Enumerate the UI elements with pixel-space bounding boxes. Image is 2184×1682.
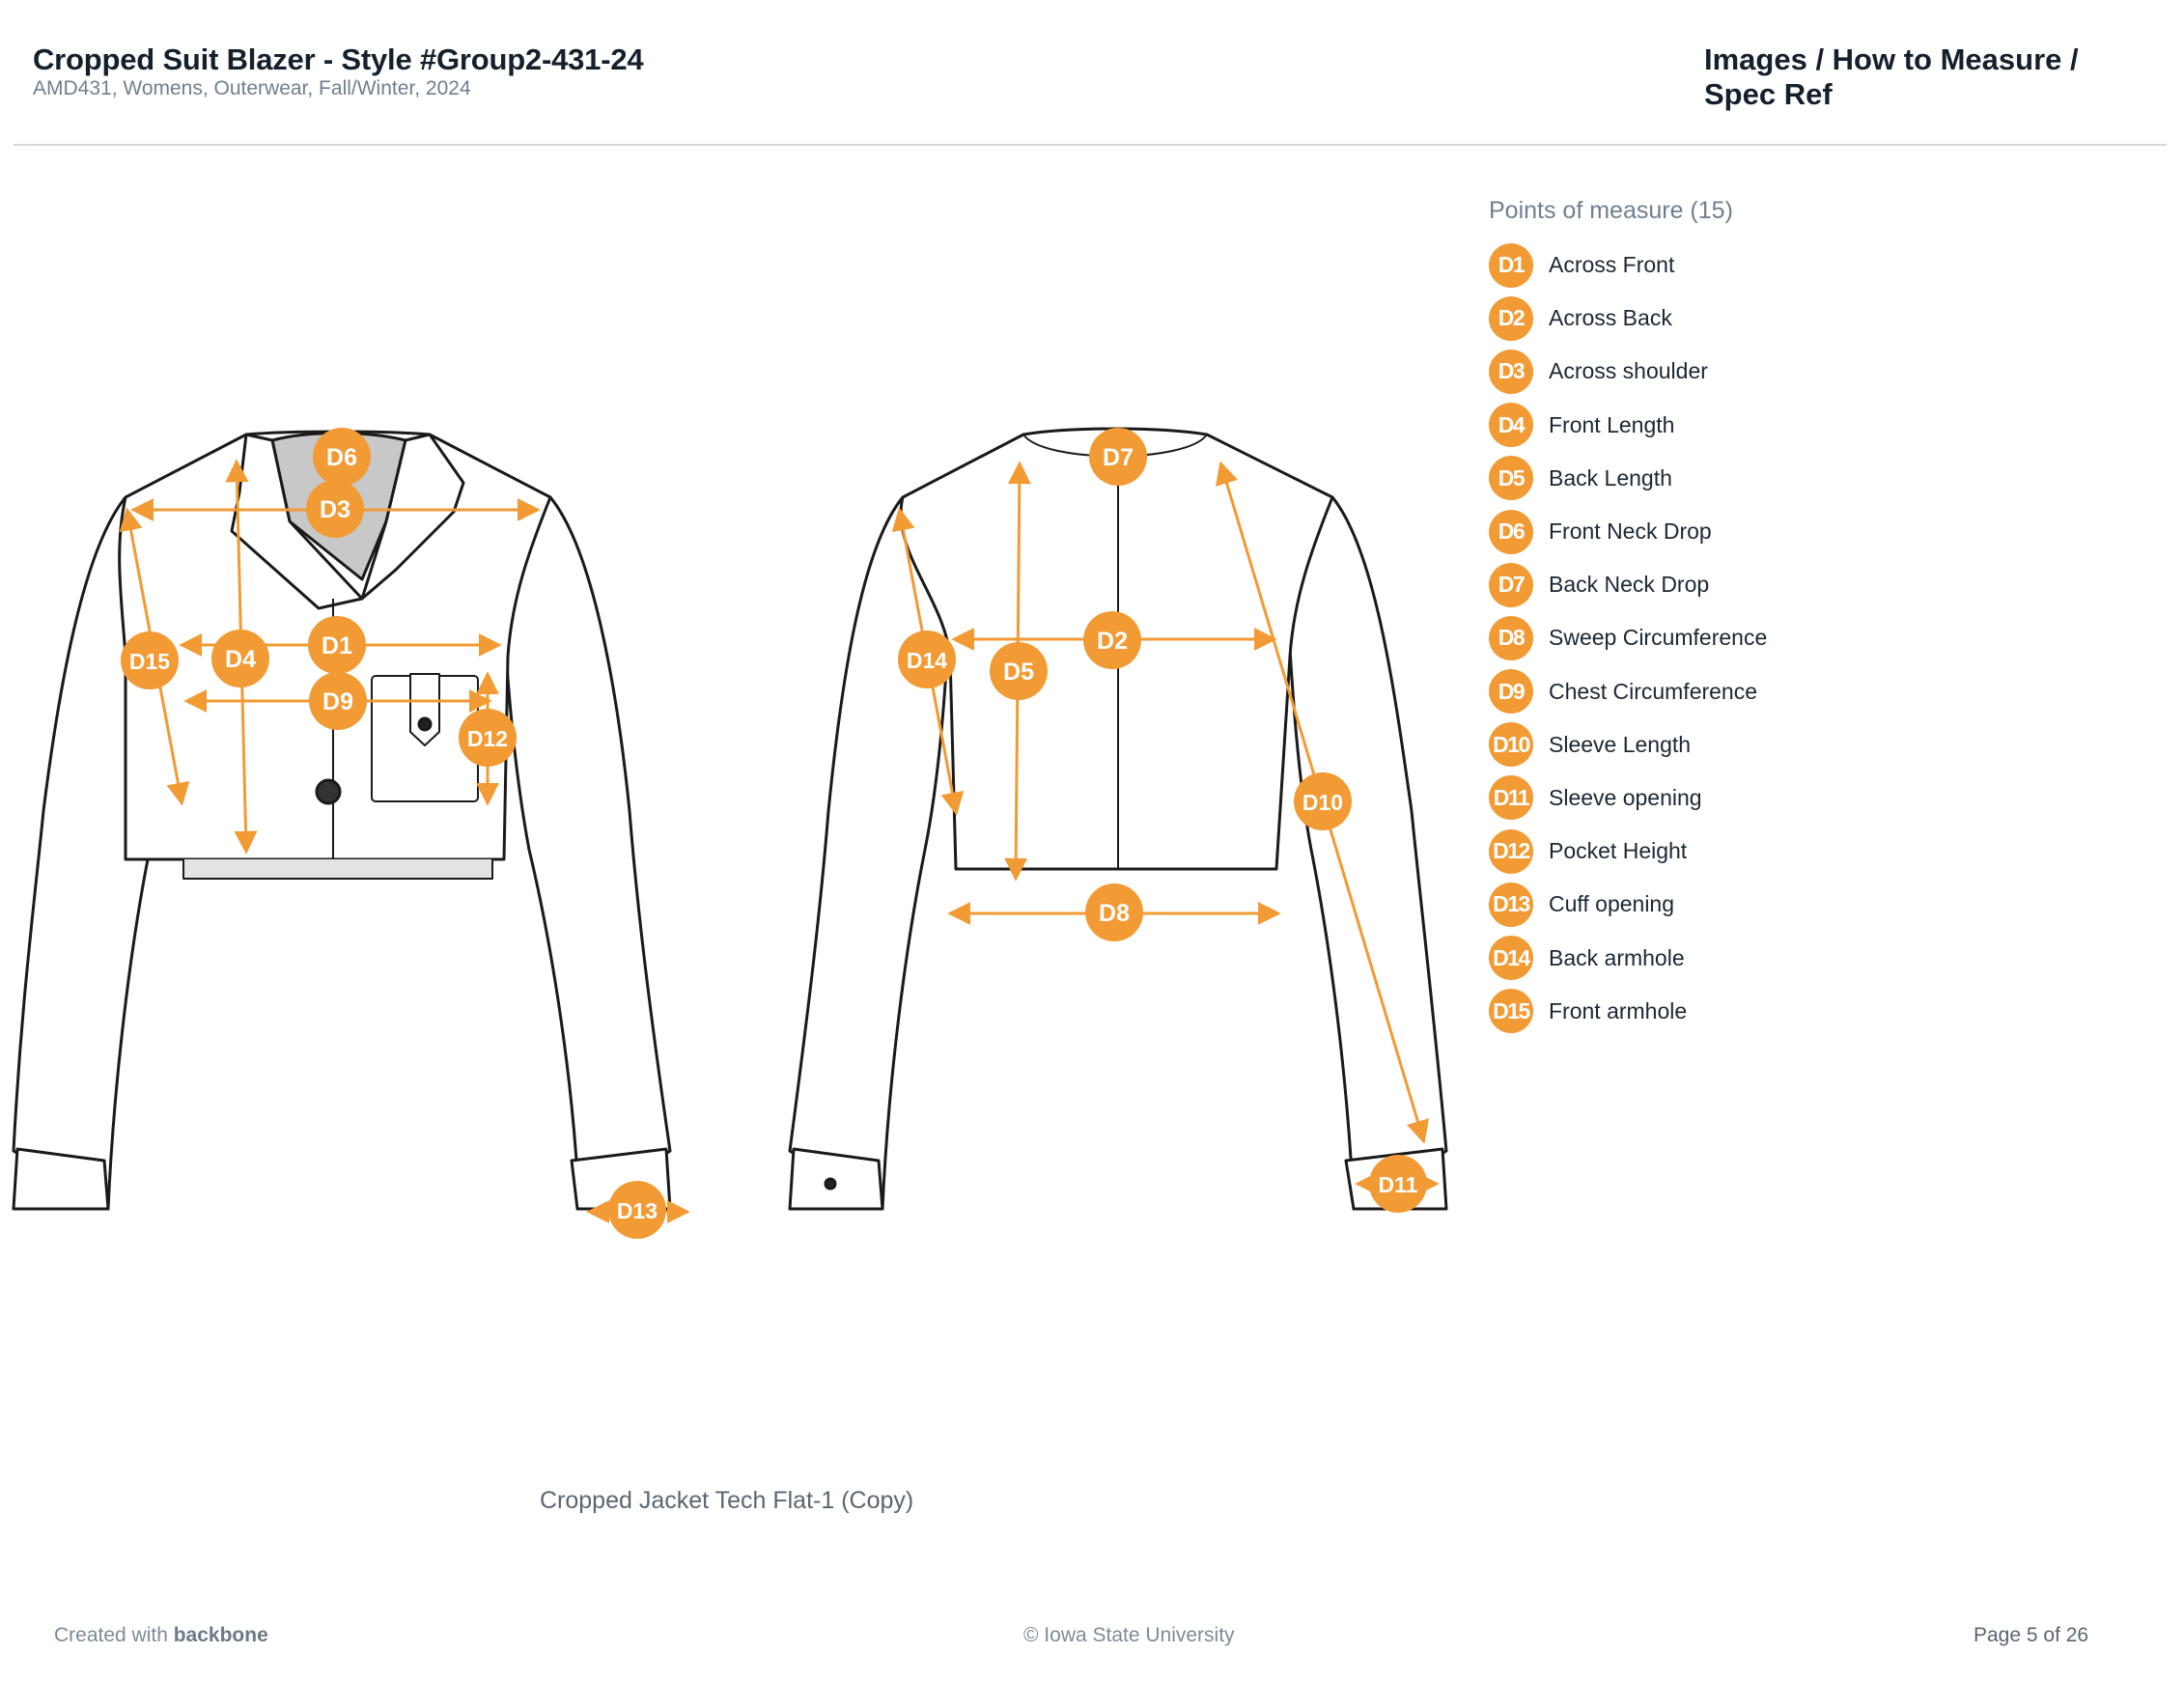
callout-d4-label: D4 <box>225 646 256 673</box>
callout-d9: D9 <box>309 672 367 730</box>
callout-d14-label: D14 <box>907 648 947 673</box>
points-of-measure-panel: Points of measure (15) D1 Across Front D2… <box>1489 197 2068 1038</box>
pom-badge: D12 <box>1489 828 1533 874</box>
callout-d1: D1 <box>308 616 366 674</box>
points-of-measure-list: D1 Across Front D2 Across Back D3 Across sh… <box>1489 238 2068 1038</box>
callout-d14: D14 <box>898 631 956 688</box>
footer-created-with: Created with backbone <box>54 1624 268 1647</box>
callout-d3-label: D3 <box>320 496 350 523</box>
pom-badge: D9 <box>1489 669 1533 715</box>
pom-label: Across Back <box>1549 305 1672 331</box>
pom-label: Back Neck Drop <box>1549 572 1710 598</box>
pom-item-d15: D15 Front armhole <box>1489 985 2068 1038</box>
pom-item-d9: D9 Chest Circumference <box>1489 665 2068 718</box>
footer-created-prefix: Created with <box>54 1624 174 1646</box>
callout-d1-label: D1 <box>322 632 352 659</box>
pom-badge: D8 <box>1489 615 1533 660</box>
callout-d8: D8 <box>1085 883 1143 941</box>
pom-item-d13: D13 Cuff opening <box>1489 878 2068 931</box>
callout-d7-label: D7 <box>1103 444 1134 471</box>
callout-d6-label: D6 <box>326 444 357 471</box>
back-jacket-flat <box>788 427 1448 1211</box>
pom-item-d2: D2 Across Back <box>1489 292 2068 345</box>
callout-d12: D12 <box>459 709 517 767</box>
footer-copyright: © Iowa State University <box>1023 1624 1235 1646</box>
pom-item-d14: D14 Back armhole <box>1489 931 2068 984</box>
style-title: Cropped Suit Blazer - Style #Group2-431-… <box>33 42 644 76</box>
measurement-callouts: D6 D3 D1 D4 D15 D9 D12 D13 D7 D2 D14 D5 … <box>121 428 1427 1239</box>
callout-d5: D5 <box>990 642 1048 700</box>
page-header: Cropped Suit Blazer - Style #Group2-431-… <box>0 0 2184 146</box>
pom-label: Cuff opening <box>1549 891 1675 917</box>
pom-badge: D2 <box>1489 295 1533 341</box>
callout-d8-label: D8 <box>1099 900 1130 927</box>
pom-badge: D11 <box>1489 775 1533 821</box>
callout-d6: D6 <box>313 428 371 486</box>
section-title: Images / How to Measure / Spec Ref <box>1704 42 2079 111</box>
style-subtitle: AMD431, Womens, Outerwear, Fall/Winter, … <box>33 77 471 99</box>
pom-item-d5: D5 Back Length <box>1489 452 2068 505</box>
pom-label: Front Neck Drop <box>1549 519 1712 545</box>
pom-label: Front armhole <box>1549 997 1688 1023</box>
callout-d10-label: D10 <box>1302 790 1343 815</box>
callout-d7: D7 <box>1089 428 1147 486</box>
pom-label: Sweep Circumference <box>1549 625 1768 651</box>
pom-badge: D6 <box>1489 509 1533 554</box>
callout-d12-label: D12 <box>467 726 508 751</box>
callout-d13-label: D13 <box>617 1198 658 1223</box>
callout-d13: D13 <box>608 1181 666 1239</box>
callout-d11-label: D11 <box>1379 1172 1418 1197</box>
tech-flat-illustration: D6 D3 D1 D4 D15 D9 D12 D13 D7 D2 D14 D5 … <box>12 427 1448 1239</box>
footer-brand: backbone <box>173 1624 268 1646</box>
front-jacket-flat <box>12 430 672 1211</box>
points-of-measure-title: Points of measure (15) <box>1489 197 1733 224</box>
image-caption: Cropped Jacket Tech Flat-1 (Copy) <box>540 1487 914 1514</box>
pom-badge: D15 <box>1489 989 1533 1034</box>
pom-item-d8: D8 Sweep Circumference <box>1489 611 2068 664</box>
pom-badge: D14 <box>1489 936 1533 981</box>
pom-badge: D13 <box>1489 882 1533 927</box>
pom-badge: D7 <box>1489 562 1533 607</box>
pom-label: Pocket Height <box>1549 838 1688 864</box>
pom-label: Sleeve Length <box>1549 731 1692 757</box>
callout-d10: D10 <box>1294 772 1352 830</box>
pom-item-d3: D3 Across shoulder <box>1489 345 2068 398</box>
pom-badge: D3 <box>1489 349 1533 394</box>
pom-label: Sleeve opening <box>1549 784 1702 810</box>
footer-page-number: Page 5 of 26 <box>1974 1624 2089 1646</box>
pom-label: Across Front <box>1549 252 1675 278</box>
pom-badge: D4 <box>1489 403 1533 448</box>
callout-d9-label: D9 <box>322 688 353 715</box>
callout-d15-label: D15 <box>129 649 170 674</box>
pom-item-d6: D6 Front Neck Drop <box>1489 505 2068 558</box>
pom-badge: D1 <box>1489 242 1533 288</box>
pom-item-d10: D10 Sleeve Length <box>1489 718 2068 771</box>
callout-d4: D4 <box>211 630 269 687</box>
callout-d3: D3 <box>306 480 364 538</box>
pom-label: Back Length <box>1549 464 1672 491</box>
callout-d11: D11 <box>1369 1155 1427 1213</box>
pom-badge: D5 <box>1489 456 1533 501</box>
callout-d15: D15 <box>121 631 179 689</box>
callout-d5-label: D5 <box>1003 659 1034 686</box>
callout-d2: D2 <box>1083 611 1141 669</box>
pom-item-d7: D7 Back Neck Drop <box>1489 558 2068 611</box>
pom-label: Across shoulder <box>1549 358 1708 384</box>
pom-item-d4: D4 Front Length <box>1489 399 2068 452</box>
pom-label: Front Length <box>1549 411 1675 437</box>
pom-label: Chest Circumference <box>1549 678 1758 704</box>
pom-badge: D10 <box>1489 722 1533 768</box>
header-divider <box>14 144 2167 146</box>
pom-label: Back armhole <box>1549 944 1685 970</box>
pom-item-d1: D1 Across Front <box>1489 238 2068 292</box>
pom-item-d12: D12 Pocket Height <box>1489 825 2068 878</box>
pom-item-d11: D11 Sleeve opening <box>1489 771 2068 825</box>
callout-d2-label: D2 <box>1097 628 1128 655</box>
